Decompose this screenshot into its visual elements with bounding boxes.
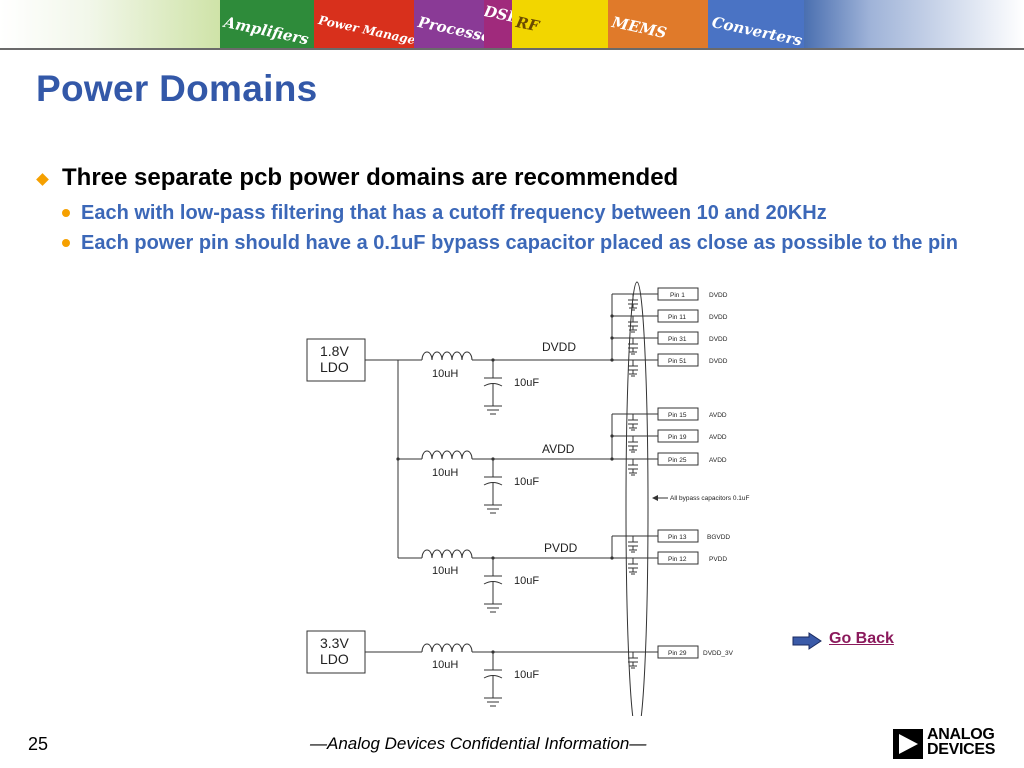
pin-net-label: PVDD (709, 556, 727, 563)
pin-net-label: DVDD (709, 292, 728, 299)
pin-label: Pin 19 (668, 434, 687, 441)
capacitor-label: 10uF (514, 669, 539, 681)
capacitor-label: 10uF (514, 476, 539, 488)
ldo-1v8-label: LDO (320, 359, 349, 375)
bypass-caps-ellipse (625, 281, 649, 716)
analog-devices-logo-icon (893, 729, 923, 759)
banner-tile-processors: Processors (414, 0, 484, 48)
bypass-capacitors (628, 294, 638, 669)
inductor-label: 10uH (432, 659, 458, 671)
bypass-note: All bypass capacitors 0.1uF (670, 495, 750, 502)
banner-tile-power-management: Power Management (314, 0, 414, 48)
page-number: 25 (28, 734, 49, 754)
pin-label: Pin 13 (668, 534, 687, 541)
sub-bullet-text: Each power pin should have a 0.1uF bypas… (81, 232, 958, 254)
inductor-label: 10uH (432, 565, 458, 577)
slide-title: Power Domains (36, 68, 318, 109)
confidential-notice: —Analog Devices Confidential Information… (310, 734, 647, 753)
rail-label-pvdd: PVDD (544, 541, 578, 555)
pin-net-label: DVDD_3V (703, 650, 734, 657)
right-arrow-icon[interactable] (792, 632, 822, 650)
pin-label: Pin 1 (670, 292, 685, 299)
pin-label: Pin 12 (668, 556, 687, 563)
banner-tile-amplifiers: Amplifiers (220, 0, 314, 48)
logo-line-2: DEVICES (927, 741, 996, 758)
pin-net-label: AVDD (709, 434, 727, 441)
diamond-bullet-icon (36, 173, 49, 186)
inductor-label: 10uH (432, 368, 458, 380)
note-arrow-icon (652, 495, 658, 501)
banner-fade (0, 0, 220, 48)
inductor-label: 10uH (432, 467, 458, 479)
pin-net-label: BGVDD (707, 534, 730, 541)
ldo-1v8-voltage: 1.8V (320, 343, 349, 359)
logo-line-1: ANALOG (927, 726, 995, 743)
dot-bullet-icon (62, 209, 70, 217)
pin-label: Pin 51 (668, 358, 687, 365)
banner-tile-rf: RF (512, 0, 608, 48)
rail-label-dvdd: DVDD (542, 340, 576, 354)
pin-net-label: DVDD (709, 314, 728, 321)
dot-bullet-icon (62, 239, 70, 247)
pin-label: Pin 15 (668, 412, 687, 419)
pin-label: Pin 31 (668, 336, 687, 343)
banner-tile-converters: Converters (708, 0, 804, 48)
banner-tile-dsp: DSP (484, 0, 512, 48)
sub-bullet: Each power pin should have a 0.1uF bypas… (62, 231, 992, 281)
top-banner: Amplifiers Power Management Processors D… (0, 0, 1024, 48)
main-bullet-text: Three separate pcb power domains are rec… (62, 164, 679, 191)
bulk-capacitor-dvdd (483, 360, 503, 415)
pin-label: Pin 29 (668, 650, 687, 657)
capacitor-label: 10uF (514, 575, 539, 587)
power-domain-schematic: 1.8V LDO 3.3V LDO 10uH 10uH 10uH 10uH 10… (306, 281, 750, 716)
bulk-capacitor-avdd (483, 459, 503, 514)
ldo-3v3-voltage: 3.3V (320, 635, 349, 651)
pin-label: Pin 25 (668, 457, 687, 464)
banner-divider (0, 48, 1024, 50)
pin-net-label: AVDD (709, 457, 727, 464)
inductor-avdd (421, 450, 612, 460)
pin-net-label: AVDD (709, 412, 727, 419)
banner-tile-mems: MEMS (608, 0, 708, 48)
bulk-capacitor-dvdd-3v (483, 652, 503, 707)
sub-bullet-text: Each with low-pass filtering that has a … (81, 202, 827, 224)
pin-net-label: DVDD (709, 358, 728, 365)
logo-wordmark: ANALOG DEVICES (927, 726, 996, 758)
go-back-link[interactable]: Go Back (829, 630, 894, 647)
inductor-dvdd (421, 351, 612, 361)
rail-label-avdd: AVDD (542, 442, 575, 456)
pin-net-label: DVDD (709, 336, 728, 343)
bulk-capacitor-pvdd (483, 558, 503, 613)
ldo-3v3-label: LDO (320, 651, 349, 667)
pin-label: Pin 11 (668, 314, 686, 321)
inductor-pvdd (421, 549, 612, 559)
sub-bullet: Each with low-pass filtering that has a … (62, 201, 992, 227)
capacitor-label: 10uF (514, 377, 539, 389)
inductor-dvdd-3v (421, 643, 612, 653)
banner-fade-right (804, 0, 1024, 48)
